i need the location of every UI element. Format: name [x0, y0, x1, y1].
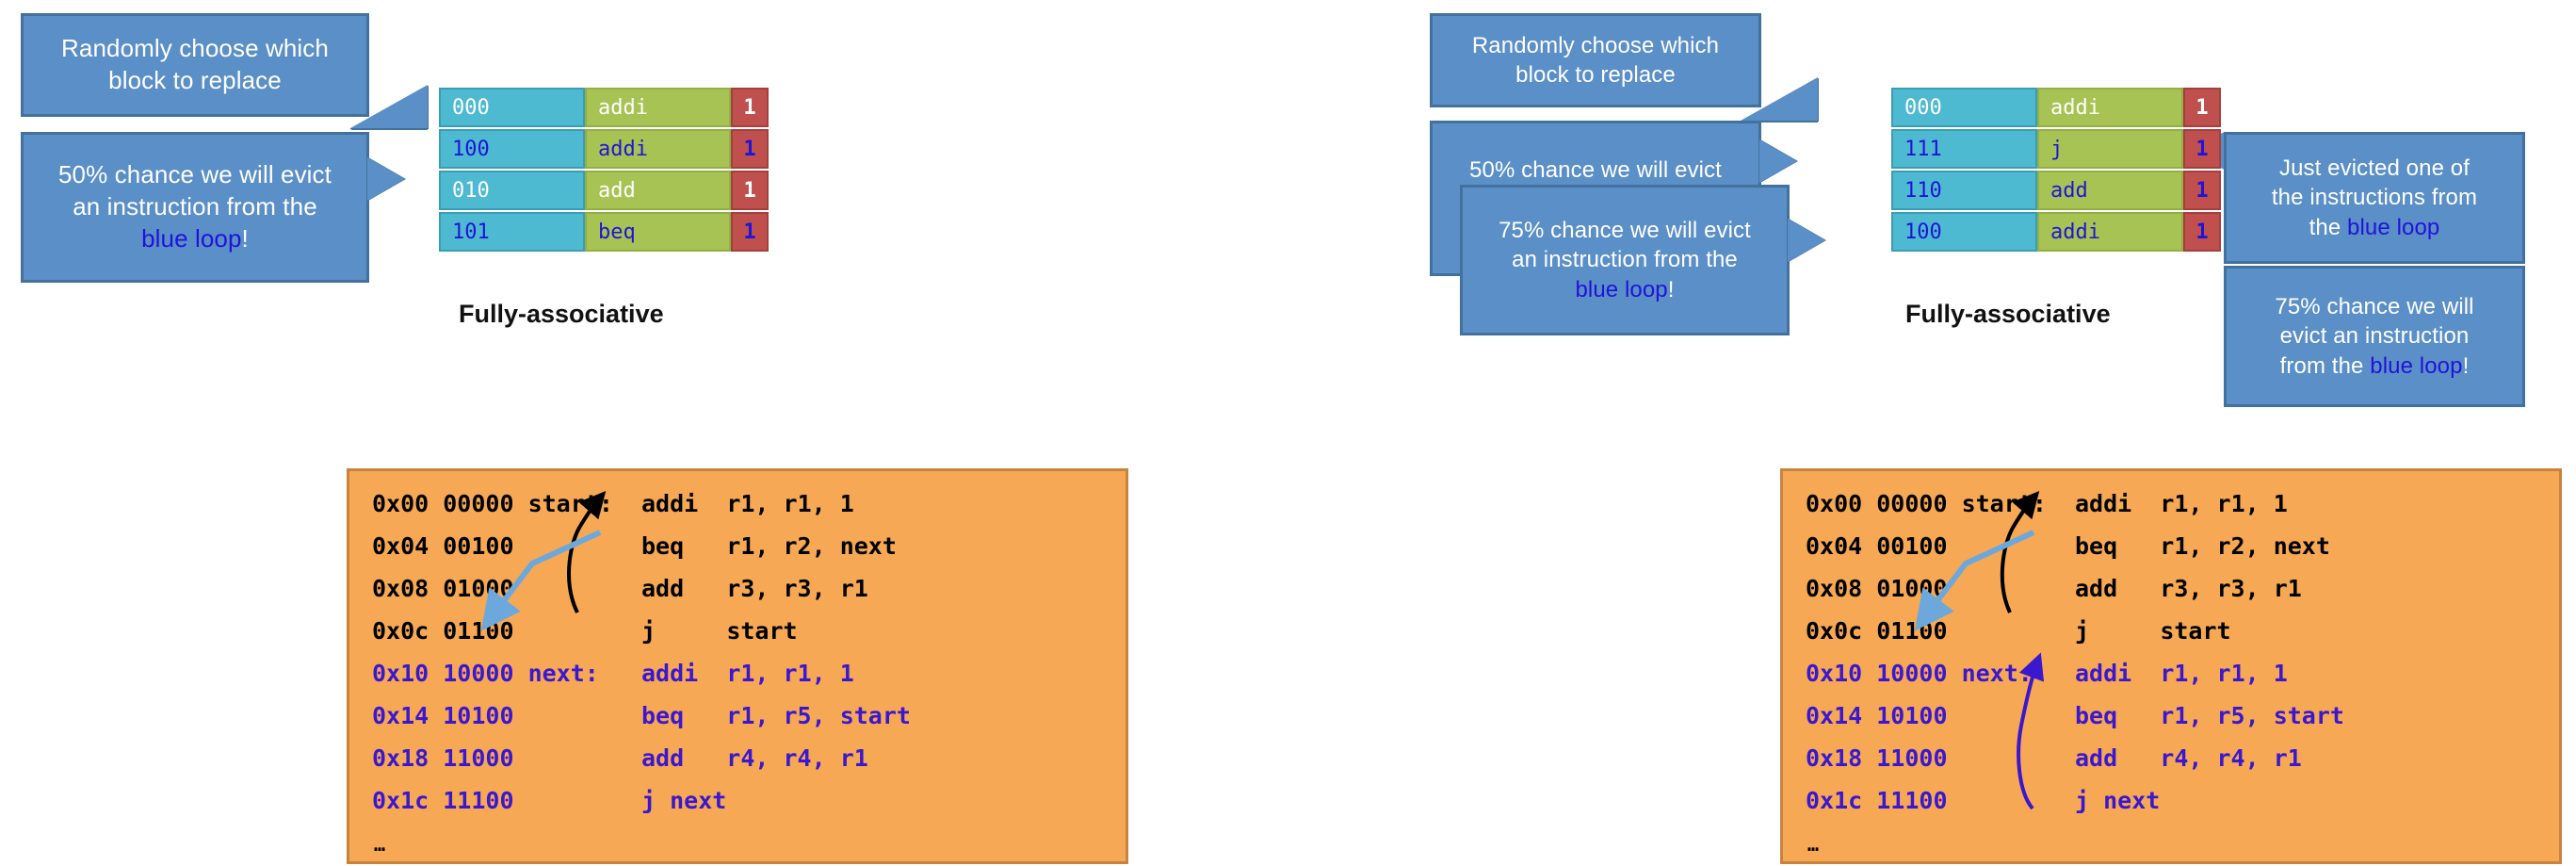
panel-right: Randomly choose which block to replace 5… [1288, 0, 2576, 866]
callout-randomly-choose: Randomly choose which block to replace [1430, 13, 1761, 107]
cache-row: 100 addi 1 [1891, 212, 2221, 252]
cache-row: 000 addi 1 [439, 88, 769, 127]
blue-loop-text: blue loop [2347, 214, 2440, 240]
code-line: 0x14 10100 beq r1, r5, start [372, 702, 911, 729]
callout-seventyfive-percent: 75% chance we will evict an instruction … [1460, 185, 1790, 335]
cache-instr: add [2037, 171, 2183, 210]
cache-tag: 101 [439, 212, 585, 252]
cache-row: 111 j 1 [1891, 129, 2221, 169]
cache-valid: 1 [731, 88, 769, 127]
cache-tag: 000 [439, 88, 585, 127]
callout-line: 50% chance we will evict [58, 160, 332, 189]
code-line: 0x14 10100 beq r1, r5, start [1806, 702, 2344, 729]
cache-valid: 1 [2183, 171, 2221, 210]
code-line: 0x18 11000 add r4, r4, r1 [372, 744, 868, 772]
cache-instr: beq [585, 212, 731, 252]
blue-loop-text: blue loop [2370, 352, 2463, 379]
code-line: 0x08 01000 add r3, r3, r1 [372, 575, 868, 602]
code-line: 0x1c 11100 j next [1806, 787, 2161, 814]
cache-valid: 1 [2183, 88, 2221, 127]
code-line: 0x04 00100 beq r1, r2, next [1806, 532, 2330, 560]
code-line: 0x0c 01100 j start [1806, 617, 2231, 645]
callout-line: block to replace [108, 66, 282, 94]
cache-valid: 1 [731, 129, 769, 169]
callout-seventyfive-percent-2: 75% chance we will evict an instruction … [2224, 266, 2525, 407]
code-line: 0x10 10000 next: addi r1, r1, 1 [1806, 660, 2288, 687]
cache-valid: 1 [2183, 212, 2221, 252]
cache-row: 101 beq 1 [439, 212, 769, 252]
cache-tag: 110 [1891, 171, 2037, 210]
callout-line: Randomly choose which [61, 34, 329, 63]
callout-line: an instruction from the [1512, 247, 1738, 273]
callout-line: from the blue loop! [2279, 352, 2470, 379]
callout-line: the instructions from [2271, 185, 2478, 211]
cache-row: 110 add 1 [1891, 171, 2221, 210]
blue-loop-text: blue loop [1575, 276, 1668, 302]
callout-randomly-choose: Randomly choose which block to replace [21, 13, 369, 117]
cache-tag: 100 [439, 129, 585, 169]
cache-valid: 1 [731, 171, 769, 210]
cache-instr: add [585, 171, 731, 210]
callout-tail-randomly-choose [1741, 77, 1818, 121]
callout-line: blue loop! [1575, 276, 1675, 302]
code-ellipsis: … [1807, 833, 1820, 856]
callout-line: an instruction from the [73, 192, 317, 221]
cache-instr: addi [585, 129, 731, 169]
code-line: 0x00 00000 start: addi r1, r1, 1 [372, 490, 854, 517]
code-line: 0x1c 11100 j next [372, 787, 727, 814]
callout-just-evicted: Just evicted one of the instructions fro… [2224, 132, 2525, 264]
callout-line: 75% chance we will evict [1499, 218, 1751, 244]
fully-associative-label-left: Fully-associative [459, 300, 664, 328]
callout-tail-randomly-choose [350, 85, 428, 128]
cache-row: 100 addi 1 [439, 129, 769, 169]
callout-line: Just evicted one of [2278, 155, 2471, 182]
blue-loop-text: blue loop [141, 223, 242, 253]
cache-row: 010 add 1 [439, 171, 769, 210]
cache-tag: 111 [1891, 129, 2037, 169]
cache-instr: addi [2037, 212, 2183, 252]
callout-line: Randomly choose which [1471, 32, 1720, 58]
code-line: 0x04 00100 beq r1, r2, next [372, 532, 897, 560]
callout-tail-fifty-percent [1759, 139, 1797, 183]
code-line: 0x18 11000 add r4, r4, r1 [1806, 744, 2302, 772]
callout-tail-seventyfive-percent [1788, 219, 1825, 262]
cache-table-right: 000 addi 1 111 j 1 110 add 1 100 addi 1 [1891, 88, 2221, 252]
panel-left: Randomly choose which block to replace 5… [21, 13, 1128, 864]
cache-row: 000 addi 1 [1891, 88, 2221, 127]
callout-line: evict an instruction [2279, 323, 2470, 350]
code-line: 0x08 01000 add r3, r3, r1 [1806, 575, 2302, 602]
callout-line: 50% chance we will evict [1469, 157, 1722, 183]
callout-tail-fifty-percent [367, 157, 405, 201]
callout-line: blue loop! [141, 223, 249, 253]
fully-associative-label-right: Fully-associative [1905, 300, 2111, 328]
cache-tag: 010 [439, 171, 585, 210]
cache-valid: 1 [2183, 129, 2221, 169]
code-line: 0x0c 01100 j start [372, 617, 798, 645]
code-block-right: 0x00 00000 start: addi r1, r1, 1 0x04 00… [1780, 468, 2562, 864]
callout-fifty-percent: 50% chance we will evict an instruction … [21, 132, 369, 283]
code-line: 0x00 00000 start: addi r1, r1, 1 [1806, 490, 2288, 517]
cache-table-left: 000 addi 1 100 addi 1 010 add 1 101 beq … [439, 88, 769, 252]
cache-tag: 100 [1891, 212, 2037, 252]
cache-tag: 000 [1891, 88, 2037, 127]
callout-line: 75% chance we will [2275, 294, 2474, 320]
cache-valid: 1 [731, 212, 769, 252]
callout-line: block to replace [1515, 62, 1676, 88]
code-block-left: 0x00 00000 start: addi r1, r1, 1 0x04 00… [347, 468, 1128, 864]
code-line: 0x10 10000 next: addi r1, r1, 1 [372, 660, 854, 687]
cache-instr: addi [585, 88, 731, 127]
callout-line: the blue loop [2309, 214, 2440, 240]
code-ellipsis: … [374, 833, 386, 856]
cache-instr: addi [2037, 88, 2183, 127]
cache-instr: j [2037, 129, 2183, 169]
